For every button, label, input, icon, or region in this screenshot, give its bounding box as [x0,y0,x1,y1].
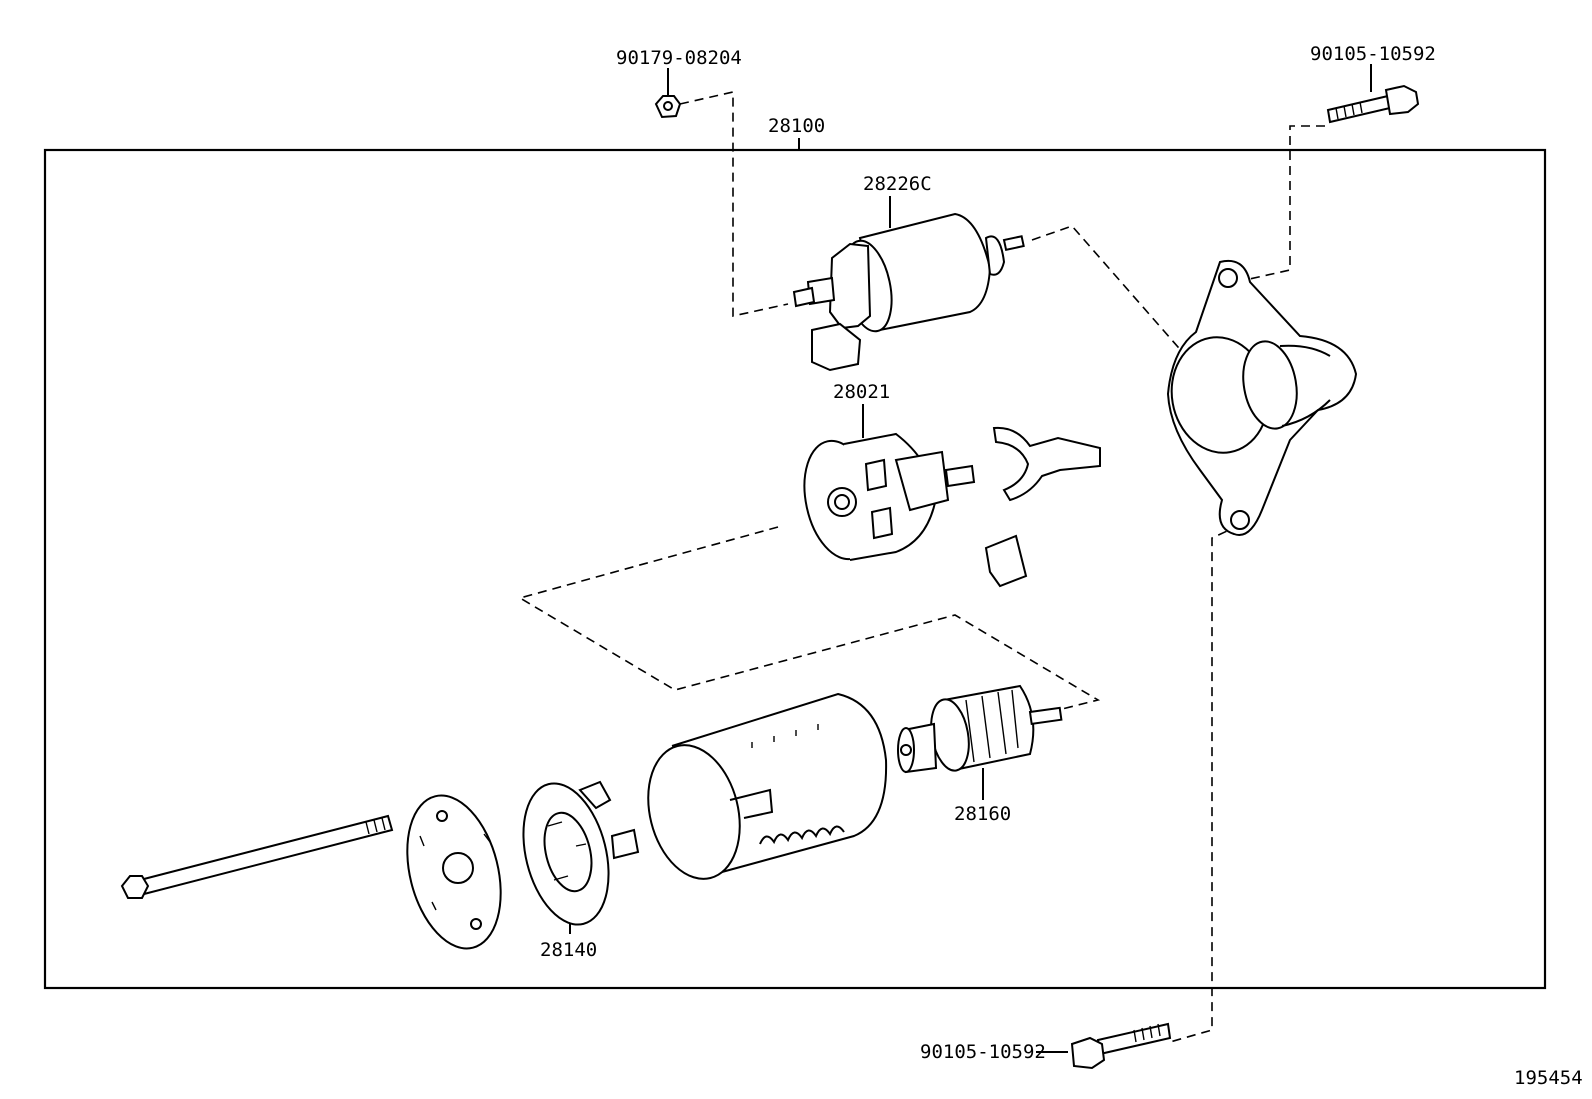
label-assembly: 28100 [768,115,825,137]
drive-housing-icon [1166,260,1358,536]
through-bolt-icon [120,814,394,899]
end-frame-icon [522,780,640,926]
label-figure-id: 195454 [1514,1067,1583,1089]
assembly-frame [43,148,1547,990]
label-bolt-top: 90105-10592 [1310,43,1436,65]
solenoid-switch-icon [792,212,1025,372]
armature-drive-icon [897,684,1063,774]
label-drive-assembly: 28160 [954,803,1011,825]
bolt-top-icon [1326,84,1420,124]
end-cover-icon [406,794,502,950]
label-bolt-bottom: 90105-10592 [920,1041,1046,1063]
shift-lever-icon [992,426,1101,502]
label-solenoid: 28226C [863,173,932,195]
bolt-bottom-icon [1070,1022,1172,1070]
label-brush-holder: 28021 [833,381,890,403]
field-frame-icon [647,692,888,880]
label-end-frame: 28140 [540,939,597,961]
label-nut-top: 90179-08204 [616,47,742,69]
dashed-assembly-lines [517,90,1325,1043]
brush-holder-icon [803,432,976,561]
nut-top-icon [654,95,682,119]
clip-plate-icon [984,534,1028,588]
leader-lines [569,64,1372,1053]
